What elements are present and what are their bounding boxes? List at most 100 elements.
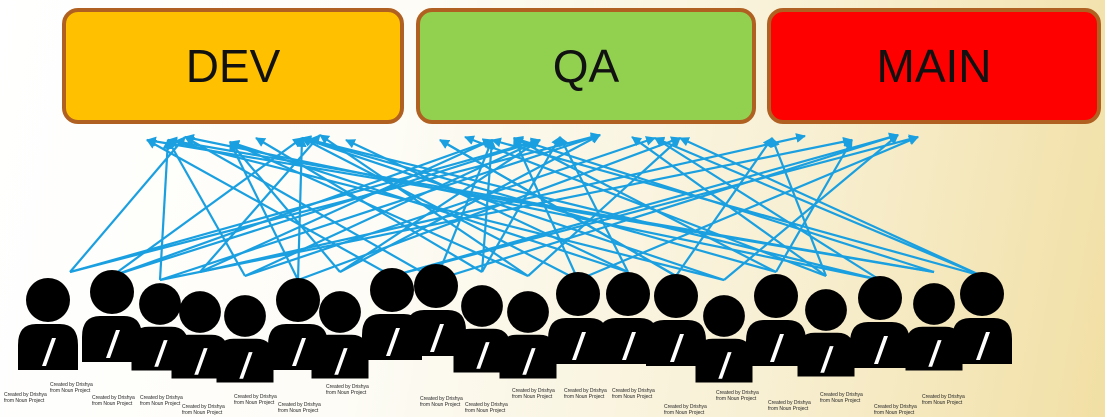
credit-line-1: Created by Drishya (922, 394, 965, 400)
person-with-laptop-icon (216, 295, 274, 383)
credit-line-1: Created by Drishya (612, 388, 655, 394)
main-environment-box: MAIN (767, 8, 1101, 124)
credit-line-2: from Noun Project (278, 408, 319, 414)
credit-line-2: from Noun Project (564, 394, 605, 400)
arrow (345, 139, 629, 273)
person-with-laptop-icon (548, 272, 608, 364)
credit-line-1: Created by Drishya (465, 402, 508, 408)
arrow (229, 141, 299, 281)
credit-line-1: Created by Drishya (874, 404, 917, 410)
person-with-laptop-icon (268, 278, 328, 370)
credit-line-1: Created by Drishya (564, 388, 607, 394)
credit-line-1: Created by Drishya (664, 404, 707, 410)
arrow (146, 139, 393, 277)
credit-line-2: from Noun Project (922, 400, 963, 406)
credit-line-2: from Noun Project (612, 394, 653, 400)
arrow (199, 138, 493, 274)
credit-line-2: from Noun Project (182, 410, 223, 416)
credit-line-2: from Noun Project (140, 401, 181, 407)
dev-environment-box: DEV (62, 8, 404, 124)
person-with-laptop-icon (905, 283, 963, 371)
credit-line-2: from Noun Project (874, 410, 915, 416)
credit-line-1: Created by Drishya (716, 390, 759, 396)
person-with-laptop-icon (797, 289, 855, 377)
person-with-laptop-icon (131, 283, 189, 371)
credit-line-1: Created by Drishya (140, 395, 183, 401)
arrow (229, 140, 529, 278)
arrow (184, 133, 881, 282)
credit-line-2: from Noun Project (465, 408, 506, 414)
credit-line-1: Created by Drishya (512, 388, 555, 394)
credit-line-1: Created by Drishya (820, 392, 863, 398)
credit-line-1: Created by Drishya (92, 395, 135, 401)
credit-line-2: from Noun Project (768, 406, 809, 412)
person-with-laptop-icon (311, 291, 369, 379)
arrow (679, 136, 983, 278)
person-with-laptop-icon (646, 274, 706, 366)
arrow (391, 134, 919, 278)
credit-line-1: Created by Drishya (50, 382, 93, 388)
credit-line-2: from Noun Project (820, 398, 861, 404)
arrow (229, 141, 341, 273)
credit-line-2: from Noun Project (512, 394, 553, 400)
credit-line-1: Created by Drishya (4, 392, 47, 398)
person-with-laptop-icon (695, 295, 753, 383)
credit-line-1: Created by Drishya (182, 404, 225, 410)
arrow (158, 139, 173, 281)
person-with-laptop-icon (746, 274, 806, 366)
person-with-laptop-icon (499, 291, 557, 379)
person-with-laptop-icon (82, 270, 142, 362)
arrow (527, 137, 681, 277)
arrow (111, 138, 493, 278)
credit-line-1: Created by Drishya (326, 384, 369, 390)
credit-line-2: from Noun Project (664, 410, 705, 416)
arrow (146, 136, 935, 274)
credit-line-1: Created by Drishya (420, 396, 463, 402)
arrow (723, 134, 899, 281)
arrow (491, 137, 983, 278)
arrow (167, 137, 725, 282)
people-group (18, 264, 1012, 383)
person-with-laptop-icon (171, 291, 229, 379)
person-with-laptop-icon (453, 285, 511, 373)
person-with-laptop-icon (952, 272, 1012, 364)
arrow (435, 132, 899, 282)
person-with-laptop-icon (598, 272, 658, 364)
credit-line-2: from Noun Project (326, 390, 367, 396)
arrow (297, 136, 681, 282)
arrow (481, 136, 561, 273)
credit-line-1: Created by Drishya (234, 394, 277, 400)
arrow (301, 136, 725, 282)
arrow (184, 136, 437, 281)
arrows-group (69, 132, 983, 282)
credit-line-1: Created by Drishya (768, 400, 811, 406)
person-with-laptop-icon (850, 276, 910, 368)
arrow (512, 137, 580, 281)
arrow (301, 135, 881, 282)
qa-environment-box: QA (416, 8, 756, 124)
credit-line-2: from Noun Project (50, 388, 91, 394)
credit-line-2: from Noun Project (92, 401, 133, 407)
credit-line-1: Created by Drishya (278, 402, 321, 408)
credit-line-2: from Noun Project (716, 396, 757, 402)
credit-line-2: from Noun Project (4, 398, 45, 404)
credit-line-2: from Noun Project (420, 402, 461, 408)
